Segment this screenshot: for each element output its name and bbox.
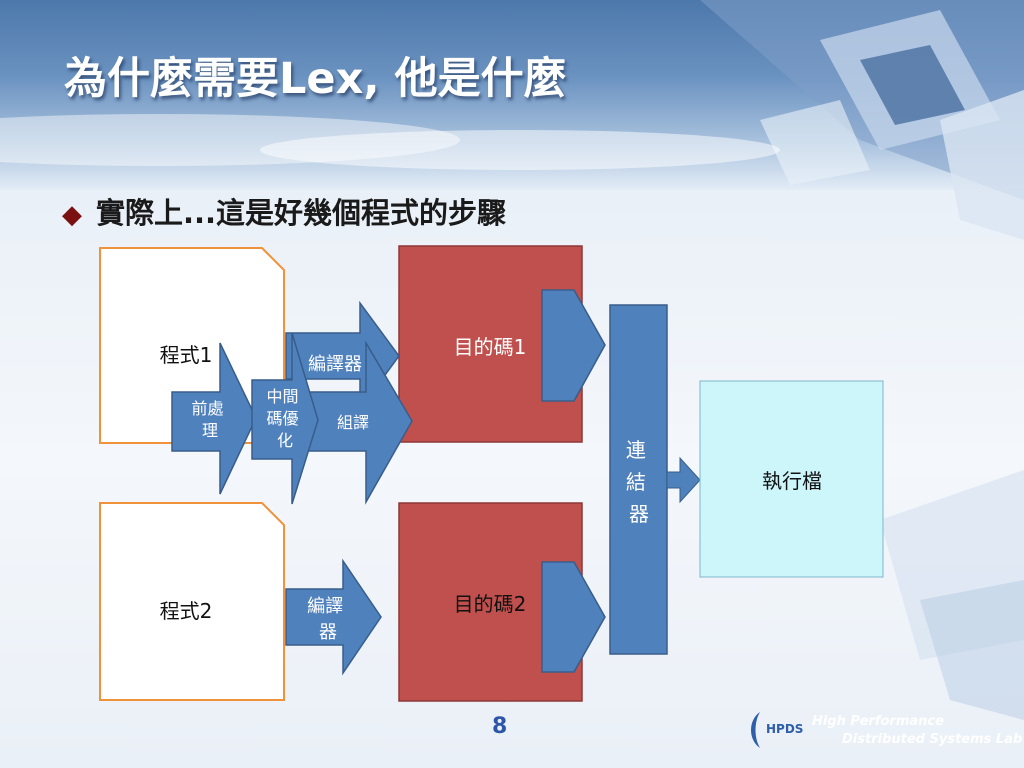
svg-text:連 結 器: 連 結 器 bbox=[626, 438, 652, 526]
diamond-bullet-icon: ◆ bbox=[62, 200, 82, 230]
linker-label-line3: 器 bbox=[629, 502, 649, 526]
preprocess-arrow bbox=[171, 342, 257, 495]
object-code1-label: 目的碼1 bbox=[454, 335, 527, 359]
executable-label: 執行檔 bbox=[762, 469, 822, 493]
slide-title: 為什麼需要Lex, 他是什麼 bbox=[64, 54, 567, 104]
linker-output-arrow bbox=[666, 456, 701, 504]
program2-document bbox=[99, 502, 285, 701]
lab-name-line1: High Performance bbox=[812, 714, 944, 729]
linker-label-line2: 結 bbox=[626, 470, 646, 494]
hpds-logo-text: HPDS bbox=[766, 722, 804, 736]
bullet-text: 實際上...這是好幾個程式的步驟 bbox=[96, 196, 507, 230]
compiler2-label-line2: 器 bbox=[319, 622, 337, 643]
intermediate-label-line2: 碼優 bbox=[266, 409, 298, 428]
object2-output-connector bbox=[541, 561, 606, 673]
preprocess-label-line2: 理 bbox=[202, 421, 218, 440]
object-code2-label: 目的碼2 bbox=[454, 592, 527, 616]
compiler1-label: 編譯器 bbox=[308, 354, 362, 375]
executable-box bbox=[699, 380, 884, 578]
intermediate-optimize-arrow bbox=[251, 332, 319, 505]
lab-name-line2: Distributed Systems Lab bbox=[842, 732, 1023, 747]
program2-label: 程式2 bbox=[160, 599, 213, 623]
preprocess-label-line1: 前處 bbox=[191, 399, 223, 418]
compiler2-arrow bbox=[285, 558, 382, 676]
hpds-logo-icon bbox=[751, 712, 760, 748]
assemble-arrow bbox=[299, 340, 413, 505]
linker-box bbox=[609, 304, 668, 655]
svg-text:編譯 器: 編譯 器 bbox=[307, 596, 349, 643]
bullet-point: ◆ 實際上...這是好幾個程式的步驟 bbox=[62, 190, 506, 232]
linker-label-line1: 連 bbox=[626, 438, 646, 462]
page-number: 8 bbox=[492, 714, 508, 739]
intermediate-label-line3: 化 bbox=[277, 431, 293, 450]
lab-footer: HPDS High Performance Distributed System… bbox=[746, 708, 1022, 754]
program1-label: 程式1 bbox=[160, 343, 213, 367]
svg-text:前處 理: 前處 理 bbox=[191, 399, 228, 440]
compiler2-label-line1: 編譯 bbox=[307, 596, 343, 617]
svg-text:中間 碼優 化: 中間 碼優 化 bbox=[266, 387, 303, 450]
object1-output-connector bbox=[541, 289, 606, 402]
intermediate-label-line1: 中間 bbox=[266, 387, 298, 406]
assemble-label: 組譯 bbox=[337, 413, 369, 432]
